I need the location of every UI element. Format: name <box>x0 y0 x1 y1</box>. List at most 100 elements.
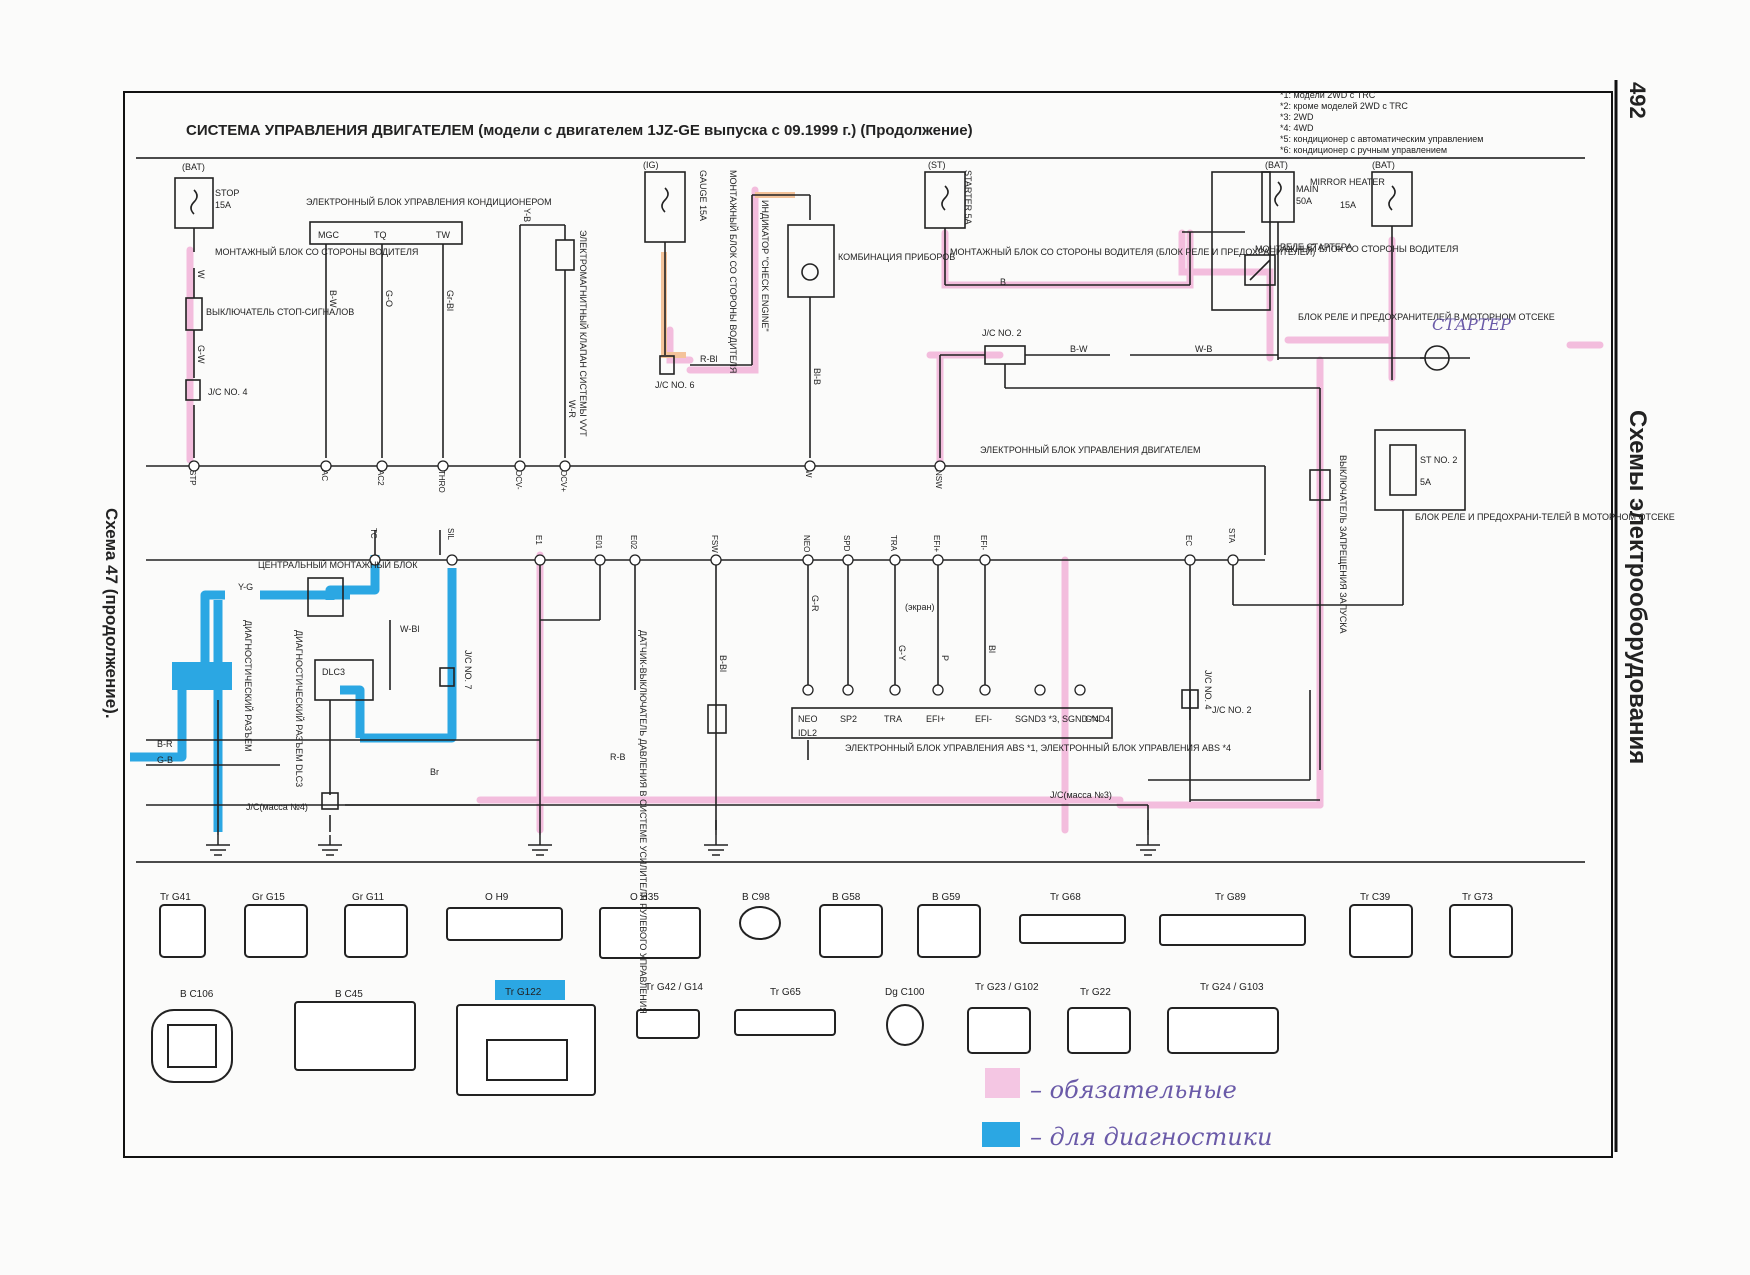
abs-pin-idl2: IDL2 <box>798 728 817 738</box>
conn-C100-label: Dg C100 <box>885 987 925 998</box>
st2-fuse-name: ST NO. 2 <box>1420 455 1457 465</box>
conn-H35-label: O H35 <box>630 892 659 903</box>
connector-shapes-row1 <box>159 904 1513 959</box>
ecu-pin-sil: SIL <box>446 528 455 541</box>
abs-ecu-label: ЭЛЕКТРОННЫЙ БЛОК УПРАВЛЕНИЯ ABS *1, ЭЛЕК… <box>845 742 1231 753</box>
starter-fuse-source: (ST) <box>928 160 946 170</box>
ecu-pin-ec: EC <box>1184 535 1193 546</box>
starter-fuse-name: STARTER 5A <box>963 170 973 225</box>
wire-label: G-W <box>196 345 206 364</box>
engine-ecu-label: ЭЛЕКТРОННЫЙ БЛОК УПРАВЛЕНИЯ ДВИГАТЕЛЕМ <box>980 444 1201 455</box>
abs-pin-tra: TRA <box>884 714 902 724</box>
wire-label: Bl-B <box>812 368 822 385</box>
jc4-label: J/C NO. 4 <box>208 387 248 397</box>
conn-G41-label: Tr G41 <box>160 892 191 903</box>
footnote-5: *5: кондиционер с автоматическим управле… <box>1280 134 1483 144</box>
page-number: 492 <box>1625 82 1650 119</box>
ecu-pin-ocv-plus: OCV+ <box>559 470 568 492</box>
wire-label: Gr-Bl <box>445 290 455 311</box>
ecu-pin-e02: E02 <box>629 535 638 550</box>
abs-pin-gnd4: GND4 <box>1085 714 1110 724</box>
abs-pin-sp2: SP2 <box>840 714 857 724</box>
ecu-pin-ocv-minus: OCV- <box>514 470 523 490</box>
connector-shapes-row2 <box>151 1001 1279 1096</box>
main-fuse-rating: 50A <box>1296 196 1312 206</box>
wire-label: B-W <box>1070 344 1088 354</box>
conn-G68-label: Tr G68 <box>1050 892 1081 903</box>
pin-nodes <box>188 460 1239 696</box>
screen-label: (экран) <box>905 602 935 612</box>
ecu-pin-w: W <box>804 470 813 478</box>
wire-label: B-W <box>328 290 338 308</box>
ecu-pin-tc: TC <box>369 528 378 539</box>
conn-G89-label: Tr G89 <box>1215 892 1246 903</box>
wires <box>146 171 1466 835</box>
footnote-4: *4: 4WD <box>1280 123 1314 133</box>
footnote-2: *2: кроме моделей 2WD с TRC <box>1280 101 1408 111</box>
starter-relay-label: РЕЛЕ СТАРТЕРА <box>1280 242 1352 252</box>
wire-label: Y-B <box>522 208 532 222</box>
ecu-pin-nsw: NSW <box>934 470 943 489</box>
wire-label: P <box>940 655 950 661</box>
steering-sensor-label: ДАТЧИК-ВЫКЛЮЧАТЕЛЬ ДАВЛЕНИЯ В СИСТЕМЕ УС… <box>638 630 648 1014</box>
wire-label: W-B <box>1195 344 1212 354</box>
conn-G58-label: B G58 <box>832 892 861 903</box>
driver-block-right-label: МОНТАЖНЫЙ БЛОК СО СТОРОНЫ ВОДИТЕЛЯ <box>1255 243 1458 254</box>
conn-G24-G103-label: Tr G24 / G103 <box>1200 982 1264 993</box>
abs-pin-sgnd: SGND3 *3, SGND *4 <box>1015 714 1099 724</box>
wire-label: W-Bl <box>400 624 419 634</box>
wire-label: Y-G <box>238 582 253 592</box>
brake-switch-label: ВЫКЛЮЧАТЕЛЬ СТОП-СИГНАЛОВ <box>206 307 354 317</box>
main-fuse-name: MAIN <box>1296 184 1319 194</box>
ac-pin-tq: TQ <box>374 230 387 240</box>
wire-label: W <box>196 270 206 279</box>
wire-label: R-B <box>610 752 626 762</box>
jc2-label: J/C NO. 2 <box>982 328 1022 338</box>
footnote-1: *1: модели 2WD с TRC <box>1280 90 1376 100</box>
main-fuse-source: (BAT) <box>1265 160 1288 170</box>
gauge-fuse-name: GAUGE 15A <box>698 170 708 221</box>
footnote-3: *3: 2WD <box>1280 112 1314 122</box>
mirror-fuse-source: (BAT) <box>1372 160 1395 170</box>
starter-handwritten-label: СТАРТЕР <box>1432 315 1511 334</box>
page-border <box>123 91 1613 1158</box>
conn-G15-label: Gr G15 <box>252 892 285 903</box>
ecu-pin-ac: AC <box>320 470 329 481</box>
conn-G22-label: Tr G22 <box>1080 987 1111 998</box>
page-title: СИСТЕМА УПРАВЛЕНИЯ ДВИГАТЕЛЕМ (модели с … <box>186 122 973 139</box>
conn-C98-label: B C98 <box>742 892 770 903</box>
conn-G11-label: Gr G11 <box>352 892 384 903</box>
abs-pin-efi-minus: EFI- <box>975 714 992 724</box>
combination-meter-label: КОМБИНАЦИЯ ПРИБОРОВ <box>838 252 955 262</box>
st2-fuse-rating: 5A <box>1420 477 1431 487</box>
gauge-fuse-source: (IG) <box>643 160 659 170</box>
abs-pin-neo: NEO <box>798 714 818 724</box>
ecu-pin-spd: SPD <box>842 535 851 552</box>
legend-pink-label: – обязательные <box>1030 1076 1237 1104</box>
vvt-label: ЭЛЕКТРОМАГНИТНЫЙ КЛАПАН СИСТЕМЫ VVT <box>578 230 589 437</box>
wire-label: R-Bl <box>700 354 718 364</box>
ecu-pin-efi-plus: EFI+ <box>932 535 941 552</box>
conn-G65-label: Tr G65 <box>770 987 801 998</box>
driver-block-label: МОНТАЖНЫЙ БЛОК СО СТОРОНЫ ВОДИТЕЛЯ <box>215 246 418 257</box>
conn-G122-label: Tr G122 <box>505 987 542 998</box>
dlc3-label: ДИАГНОСТИЧЕСКИЙ РАЗЪЕМ DLC3 <box>294 630 305 787</box>
neutral-switch-label: ВЫКЛЮЧАТЕЛЬ ЗАПРЕЩЕНИЯ ЗАПУСКА <box>1338 455 1348 634</box>
wire-label: W-R <box>567 400 577 418</box>
wire-label: Br <box>430 767 439 777</box>
wire-label: G-B <box>157 755 173 765</box>
ecu-pin-e1: E1 <box>534 535 543 545</box>
ecu-pin-ac2: AC2 <box>376 470 385 486</box>
stop-fuse-name: STOP <box>215 188 239 198</box>
stop-fuse-source: (BAT) <box>182 162 205 172</box>
left-caption: Схема 47 (продолжение). <box>102 508 121 719</box>
conn-G42-G14-label: Tr G42 / G14 <box>645 982 703 993</box>
wire-label: G-O <box>384 290 394 307</box>
wire-label: B-Bl <box>718 655 728 672</box>
ecu-pin-thro: THRO <box>437 470 446 493</box>
conn-G23-G102-label: Tr G23 / G102 <box>975 982 1039 993</box>
conn-H9-label: O H9 <box>485 892 509 903</box>
conn-G73-label: Tr G73 <box>1462 892 1493 903</box>
